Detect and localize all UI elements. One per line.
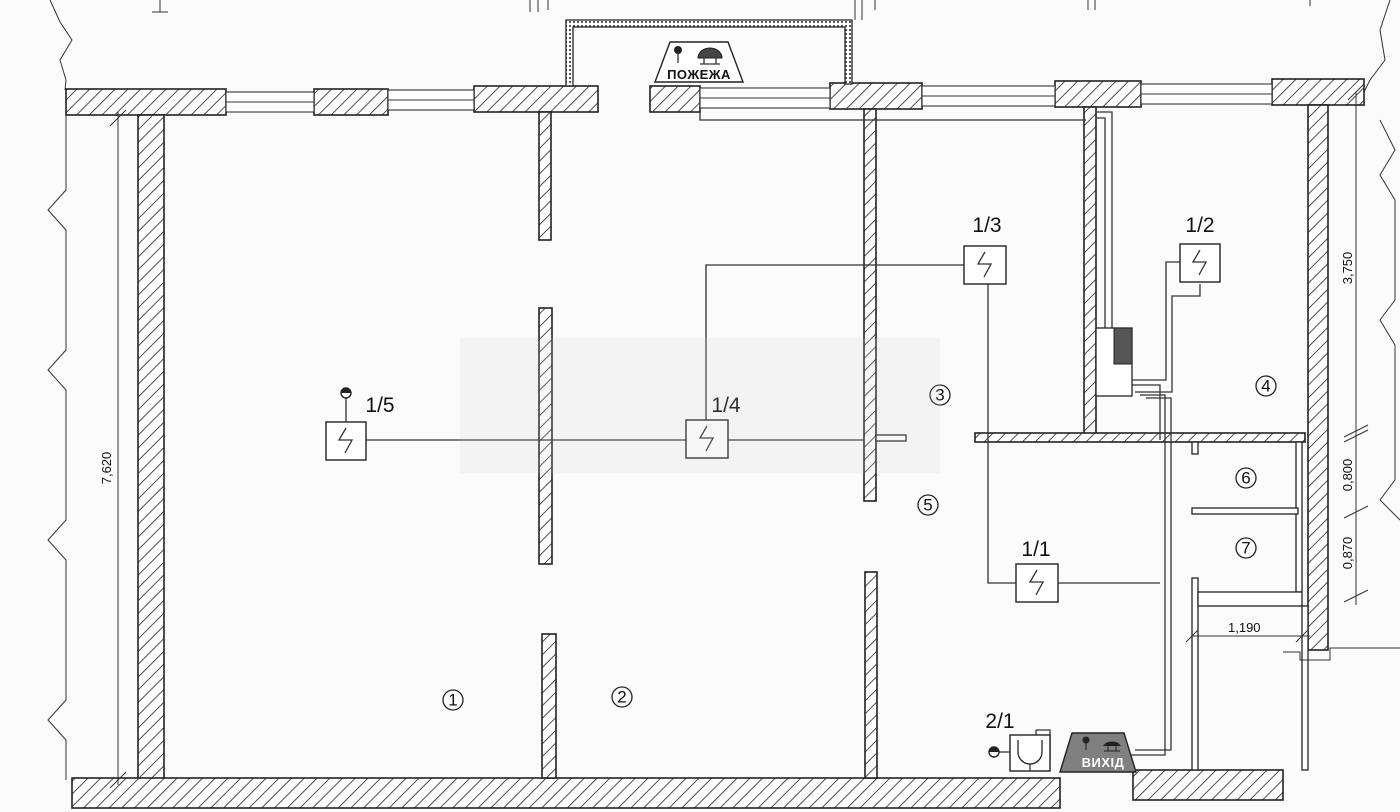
detector-label-1-2: 1/2 <box>1185 214 1214 237</box>
alarm-wiring <box>366 111 1201 760</box>
detector-1-4: 1/4 <box>685 394 741 459</box>
exit-sign-label: ВИХІД <box>1082 755 1125 770</box>
interior-walls <box>538 106 1309 779</box>
outer-step <box>1283 647 1400 661</box>
room-6-label: 6 <box>1241 469 1250 488</box>
entrance-canopy <box>565 19 853 87</box>
exit-sign: ВИХІД <box>1059 732 1137 773</box>
dimension-right: 3,750 0,800 0,870 <box>1340 83 1369 605</box>
room-1-label: 1 <box>448 691 457 710</box>
room-6: 6 <box>1235 467 1257 489</box>
room-3-label: 3 <box>935 386 944 405</box>
room-1: 1 <box>442 689 464 711</box>
dim-right-lower: 0,870 <box>1340 537 1355 570</box>
dim-right-upper: 3,750 <box>1340 252 1355 285</box>
dim-right-mid: 0,800 <box>1340 459 1355 492</box>
room-numbers: 1 2 3 4 5 6 7 <box>442 375 1277 711</box>
windows <box>225 83 1273 113</box>
room-7: 7 <box>1235 537 1257 559</box>
detector-1-2: 1/2 <box>1179 214 1221 283</box>
dim-bottom-width: 1,190 <box>1228 620 1261 635</box>
fire-sign-label: ПОЖЕЖА <box>667 67 731 82</box>
detector-2-1: 2/1 <box>985 710 1051 772</box>
room-5: 5 <box>917 494 939 516</box>
detector-1-1: 1/1 <box>1015 538 1059 603</box>
detector-label-1-4: 1/4 <box>711 394 741 417</box>
room-2: 2 <box>611 686 633 708</box>
exterior-walls <box>65 78 1365 809</box>
room-3: 3 <box>929 384 951 406</box>
room-4: 4 <box>1255 375 1277 397</box>
room-2-label: 2 <box>617 688 626 707</box>
dim-left-height: 7,620 <box>99 452 114 485</box>
top-break-marks <box>152 0 1311 20</box>
detector-label-1-5: 1/5 <box>365 394 394 417</box>
dimension-left: 7,620 <box>99 109 127 789</box>
control-panel <box>1095 327 1133 397</box>
room-7-label: 7 <box>1241 539 1250 558</box>
dimension-bottom: 1,190 <box>1185 620 1310 643</box>
detector-label-1-3: 1/3 <box>972 214 1001 237</box>
fire-sign: ПОЖЕЖА <box>653 41 745 83</box>
detector-label-1-1: 1/1 <box>1021 538 1050 561</box>
break-lines <box>47 0 1400 780</box>
detector-label-2-1: 2/1 <box>985 710 1014 733</box>
room-5-label: 5 <box>923 496 932 515</box>
room-4-label: 4 <box>1261 377 1270 396</box>
detector-1-5: 1/5 <box>325 387 395 461</box>
detector-1-3: 1/3 <box>963 214 1007 285</box>
